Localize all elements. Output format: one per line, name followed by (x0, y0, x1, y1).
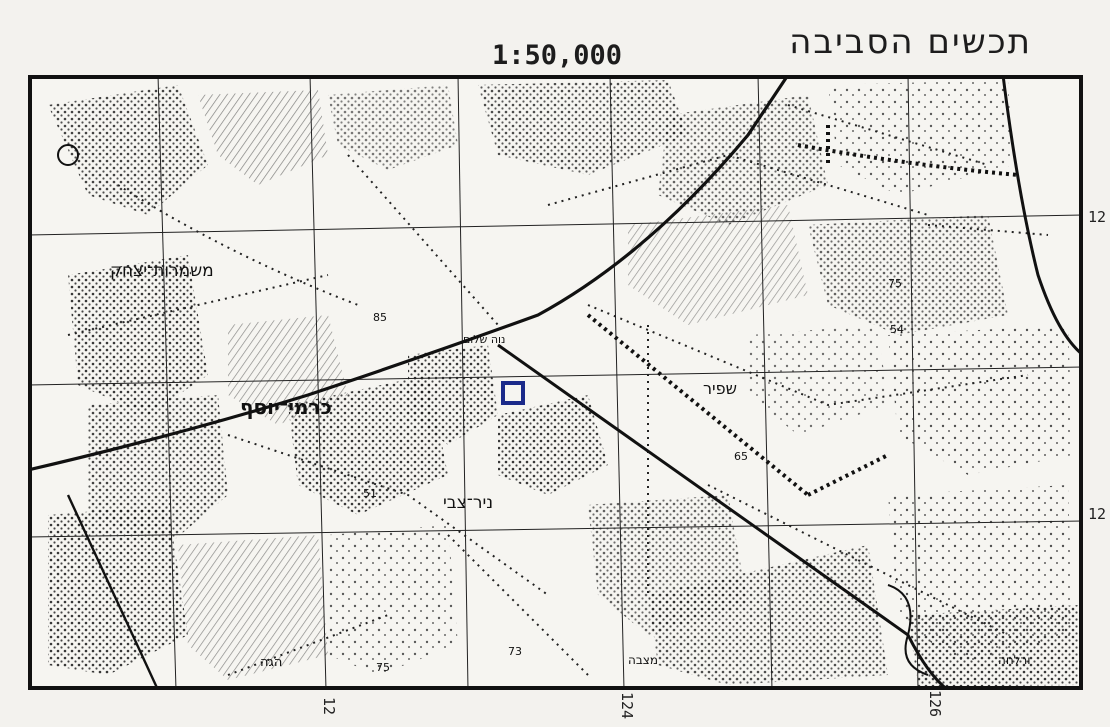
grid-label-bottom-right: 126 (926, 690, 944, 718)
southwest-road (66, 494, 160, 690)
loop-road (887, 584, 929, 676)
elevation-label: 75 (376, 661, 390, 674)
label-note: נוה שלום (463, 333, 506, 346)
elevation-label: 51 (363, 487, 377, 500)
grid-label-bottom-left: 12 (320, 697, 338, 716)
grid-label-bottom-mid: 124 (618, 692, 636, 720)
grid-label-right-top: 12 (1088, 208, 1107, 226)
page-title: תכשים הסביבה (789, 22, 1032, 62)
elevation-label: 54 (890, 323, 904, 336)
map-border (28, 75, 1083, 690)
label-shafir: שפיר (703, 379, 737, 398)
label-bottom-right: ורלחה (998, 653, 1031, 667)
label-bottom-mid: מצבה (628, 653, 659, 667)
dotted-tracks (67, 104, 1049, 676)
elevation-label: 73 (508, 645, 522, 658)
eastern-road (1001, 75, 1083, 357)
grid-lines (28, 75, 1083, 690)
settlement-circle (57, 144, 79, 166)
map-frame[interactable]: משמרות־יצחק כרמי־יוסף ניר־צבי שפיר נוה ש… (28, 75, 1083, 690)
elevation-label: 65 (734, 450, 748, 463)
topographic-map[interactable] (28, 75, 1083, 690)
label-mishmar: משמרות־יצחק (110, 261, 214, 281)
site-square-marker[interactable] (501, 381, 525, 405)
elevation-label: 75 (888, 277, 902, 290)
scale-label: 1:50,000 (492, 40, 623, 71)
main-road (28, 75, 790, 472)
elevation-label: 85 (373, 311, 387, 324)
label-karmei: כרמי־יוסף (240, 395, 332, 419)
railway-lines (586, 125, 1019, 497)
grid-label-right-mid: 12 (1088, 505, 1107, 523)
label-bottom-left: הגה (260, 655, 283, 670)
label-nir: ניר־צבי (443, 493, 494, 513)
